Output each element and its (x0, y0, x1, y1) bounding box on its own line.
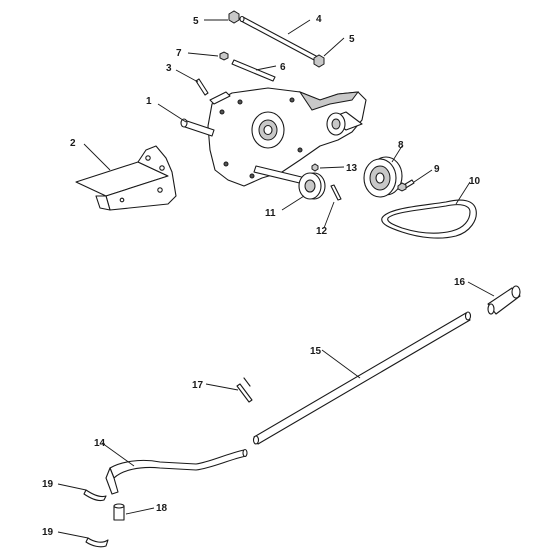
bent-rod-part (105, 448, 248, 495)
gearbox-assembly-part (180, 87, 367, 187)
callout-3: 3 (166, 63, 172, 74)
long-rod-part (239, 15, 319, 62)
callout-14: 14 (94, 438, 106, 449)
callout-18: 18 (156, 503, 168, 514)
nut-top-right-part (313, 54, 325, 68)
callout-17: 17 (192, 380, 204, 391)
screw-part (311, 163, 319, 172)
callout-9: 9 (434, 164, 440, 175)
callout-19-upper: 19 (42, 479, 54, 490)
bolt-part (397, 179, 415, 192)
clip-upper-part (83, 489, 107, 502)
callout-11: 11 (265, 208, 276, 219)
callout-labels: 1 2 3 4 5 5 6 7 8 9 10 11 12 13 14 15 16… (42, 14, 481, 538)
control-rod-part (252, 311, 472, 445)
callout-5-top-left: 5 (193, 16, 199, 27)
mounting-bracket-part (75, 145, 177, 211)
leader-lines (57, 19, 495, 539)
key-part (330, 184, 342, 201)
small-pulley-part (298, 172, 326, 200)
drive-belt-part (381, 199, 477, 239)
callout-12: 12 (316, 226, 328, 237)
handle-grip-part (487, 285, 521, 315)
small-nut-part (219, 51, 229, 61)
callout-7: 7 (176, 48, 182, 59)
callout-8: 8 (398, 140, 404, 151)
cotter-pin-part (236, 377, 253, 403)
callout-2: 2 (70, 138, 76, 149)
callout-10: 10 (469, 176, 481, 187)
bushing-part (113, 503, 125, 521)
large-pulley-part (363, 156, 403, 198)
clip-lower-part (85, 537, 109, 548)
nut-top-left-part (228, 10, 240, 24)
callout-15: 15 (310, 346, 322, 357)
callout-19-lower: 19 (42, 527, 54, 538)
callout-5-top-right: 5 (349, 34, 355, 45)
callout-1: 1 (146, 96, 152, 107)
callout-16: 16 (454, 277, 466, 288)
short-rod-part (231, 59, 276, 82)
callout-4: 4 (316, 14, 322, 25)
callout-13: 13 (346, 163, 358, 174)
callout-6: 6 (280, 62, 286, 73)
pin-part (195, 78, 209, 96)
